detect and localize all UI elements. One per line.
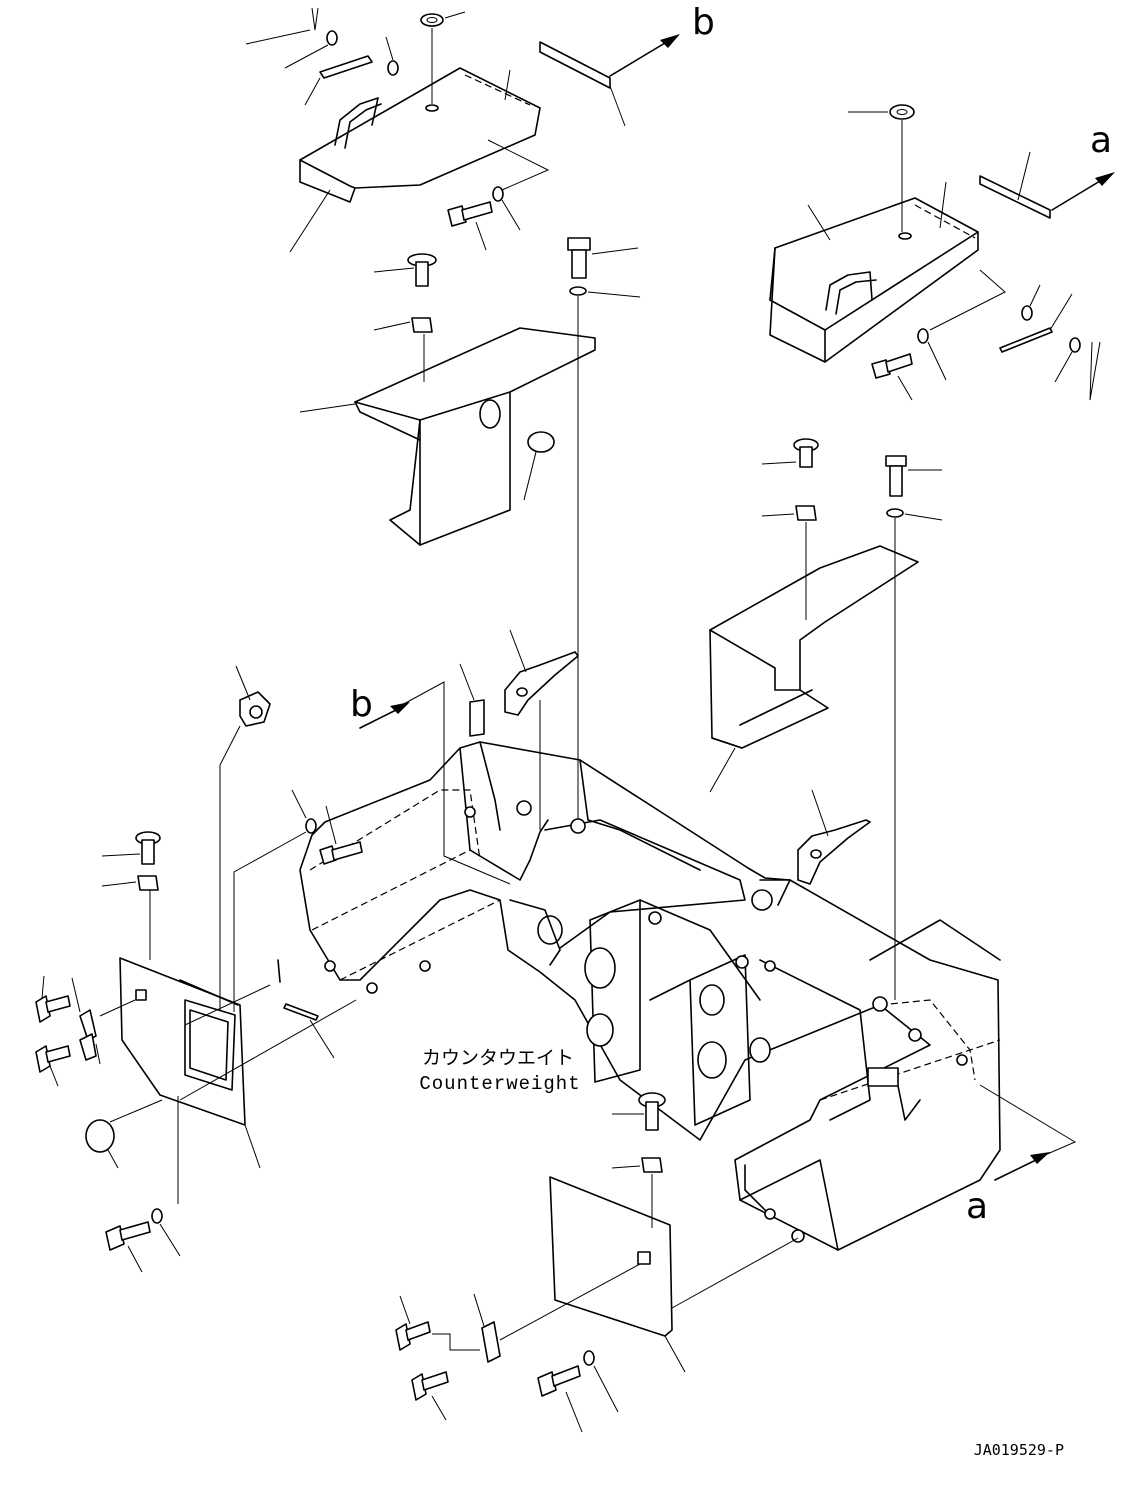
- view-arrow-b-mid: b: [350, 681, 511, 885]
- left-bracket-knob: [373, 253, 437, 287]
- left-side-cap: [85, 1099, 163, 1169]
- top-right-plate: [979, 151, 1051, 219]
- marker-b-top: b: [692, 2, 715, 43]
- left-side-nut: [101, 875, 159, 891]
- top-right-cover: [769, 197, 979, 363]
- view-arrow-b-top: b: [609, 2, 715, 77]
- left-bracket-nut: [373, 317, 433, 382]
- top-left-washer-2: [385, 36, 399, 76]
- marker-a-bottom: a: [966, 1186, 988, 1227]
- caption-english: Counterweight: [419, 1073, 580, 1095]
- right-bracket-cover: [709, 545, 919, 749]
- top-left-cover: [299, 67, 541, 203]
- bottom-nut: [611, 1157, 663, 1228]
- top-right-nut: [848, 104, 915, 232]
- counterweight-frame: [299, 741, 1001, 1251]
- right-bracket-knob: [761, 438, 819, 468]
- top-left-bolt: [289, 69, 550, 253]
- top-left-plate: [539, 41, 626, 127]
- left-bracket-cover: [354, 327, 596, 546]
- top-right-bolt: [807, 181, 1101, 401]
- left-latch-handle: [504, 629, 579, 830]
- marker-b-mid: b: [350, 684, 373, 725]
- left-side-bottom-bolt: [105, 1096, 181, 1273]
- caption-japanese: カウンタウエイト: [422, 1047, 574, 1069]
- bottom-hinge-bolts: [395, 1263, 641, 1421]
- right-bracket-bolt: [709, 455, 943, 1000]
- view-arrow-a-bottom: a: [966, 1084, 1077, 1227]
- marker-a-top: a: [1090, 120, 1112, 161]
- left-side-grommet: [219, 665, 271, 1010]
- left-side-bolt: [233, 789, 363, 1012]
- top-left-pin: [304, 55, 373, 106]
- top-left-nut: [420, 11, 466, 104]
- center-bolt: [299, 237, 641, 820]
- view-arrow-a-top: a: [1051, 120, 1115, 211]
- left-side-pin-small: [179, 959, 357, 1101]
- left-bracket-grommet: [523, 431, 555, 501]
- left-side-plate: [119, 880, 261, 1169]
- left-side-knob: [101, 831, 161, 865]
- right-latch-handle: [797, 789, 871, 885]
- top-left-washer: [245, 7, 338, 69]
- bottom-knob: [612, 1092, 666, 1131]
- drawing-number: JA019529-P: [974, 1441, 1064, 1459]
- bottom-bolt: [537, 1350, 619, 1433]
- left-spacer-block: [459, 663, 485, 737]
- left-side-hinge-bolts: [35, 975, 136, 1087]
- right-bracket-nut: [761, 505, 817, 620]
